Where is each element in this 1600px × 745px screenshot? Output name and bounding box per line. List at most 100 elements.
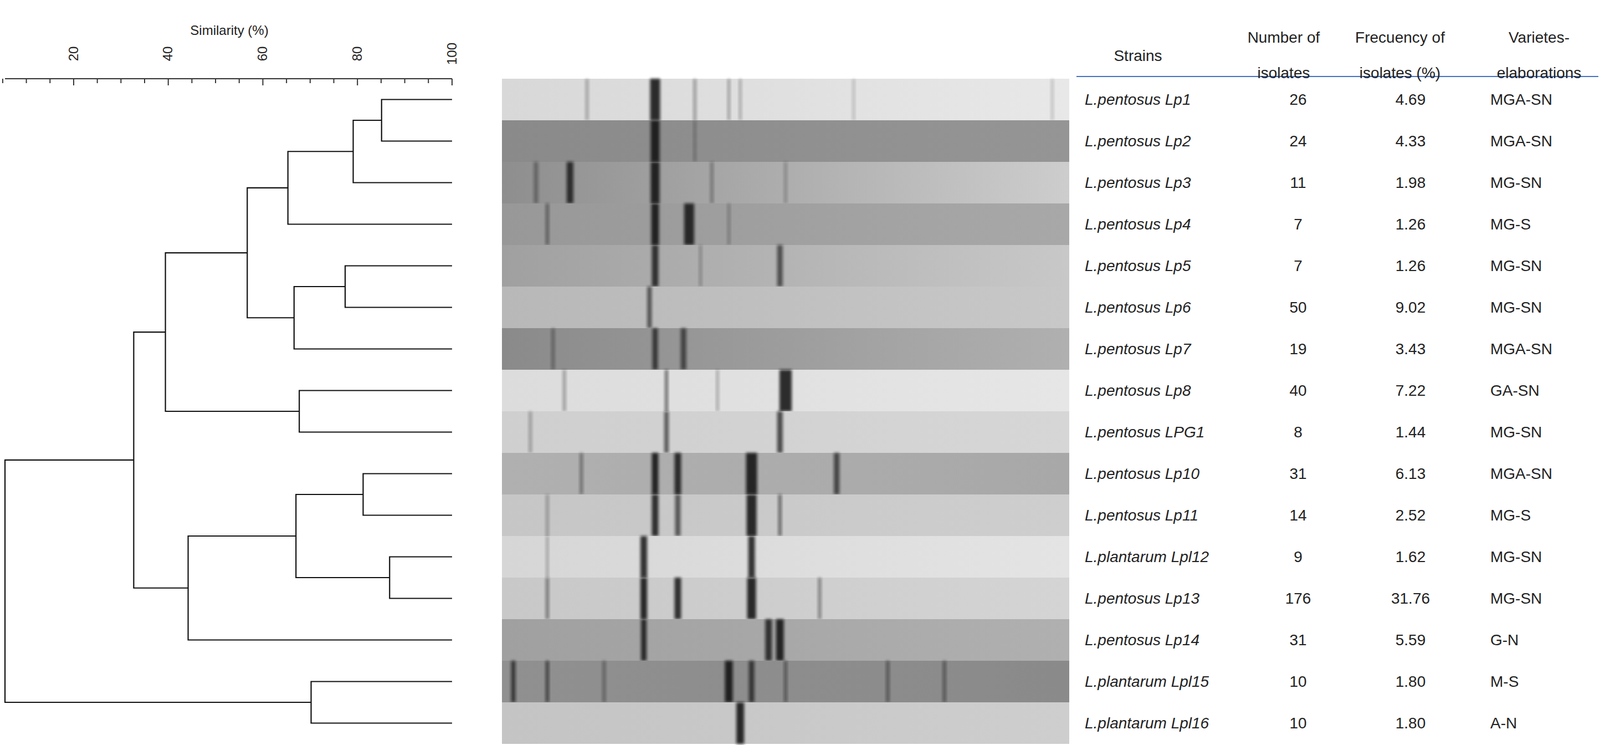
axis-tick [309, 78, 311, 84]
axis-tick-label: 100 [442, 42, 462, 65]
axis-tick [262, 78, 264, 86]
gel-band [585, 78, 589, 121]
gel-band [739, 78, 742, 121]
isolate-frequency: 1.80 [1395, 713, 1427, 733]
gel-band [651, 244, 659, 287]
gel-background [501, 452, 1070, 495]
gel-band [545, 494, 550, 536]
axis-tick [73, 78, 75, 86]
variety-code: MG-SN [1490, 173, 1542, 193]
gel-band [528, 411, 532, 453]
strain-name: L.pentosus Lp6 [1084, 298, 1192, 317]
dendrogram-branch [247, 187, 295, 318]
gel-background [501, 369, 1070, 412]
variety-code: M-S [1490, 672, 1519, 691]
gel-band [1050, 78, 1054, 121]
variety-code: MGA-SN [1490, 90, 1553, 110]
gel-band [749, 660, 755, 702]
strain-name: L.pentosus Lp13 [1084, 588, 1200, 608]
gel-band [545, 203, 550, 245]
gel-band [746, 452, 758, 495]
isolate-frequency: 4.69 [1395, 90, 1427, 110]
gel-lane [501, 78, 1070, 121]
gel-band [650, 161, 660, 204]
isolate-frequency: 1.62 [1395, 547, 1427, 567]
gel-lane [501, 535, 1070, 578]
gel-lane [501, 452, 1070, 495]
gel-lane [501, 494, 1070, 536]
axis-tick [238, 78, 240, 84]
axis-tick [214, 78, 217, 84]
gel-band [765, 618, 772, 661]
variety-code: G-N [1490, 630, 1519, 650]
gel-lane [501, 701, 1070, 744]
gel-band [562, 369, 567, 412]
axis-tick-label: 20 [64, 46, 84, 62]
gel-band [777, 411, 783, 453]
variety-code: MG-SN [1490, 547, 1542, 567]
gel-background [501, 494, 1070, 536]
strain-name: L.pentosus Lp4 [1084, 214, 1192, 234]
variety-code: MG-SN [1490, 588, 1542, 608]
gel-band [664, 411, 669, 453]
isolate-count: 40 [1289, 381, 1307, 400]
gel-band [684, 203, 695, 245]
dendrogram-branch [299, 390, 453, 433]
gel-background [501, 244, 1070, 287]
gel-band [650, 120, 660, 162]
isolate-count: 7 [1293, 256, 1303, 276]
dendrogram-branch [295, 494, 390, 578]
gel-lane [501, 618, 1070, 661]
gel-lane [501, 120, 1070, 162]
gel-lane [501, 286, 1070, 328]
isolate-count: 11 [1289, 173, 1306, 193]
isolate-frequency: 1.26 [1395, 256, 1427, 276]
axis-tick [191, 78, 193, 84]
gel-band [746, 494, 757, 536]
dendrogram-branch [389, 556, 453, 599]
strain-name: L.pentosus Lp1 [1084, 90, 1192, 110]
gel-lane [501, 244, 1070, 287]
isolate-frequency: 9.02 [1395, 298, 1427, 317]
isolate-count: 24 [1289, 131, 1307, 151]
gel-band [727, 78, 731, 121]
isolate-frequency: 2.52 [1395, 505, 1427, 525]
strain-name: L.plantarum Lpl12 [1084, 547, 1209, 567]
axis-tick [96, 78, 99, 84]
axis-tick [26, 78, 28, 84]
isolate-frequency: 5.59 [1395, 630, 1427, 650]
strain-name: L.plantarum Lpl15 [1084, 672, 1209, 691]
gel-band [545, 660, 550, 702]
gel-band [783, 660, 788, 702]
isolate-count: 7 [1293, 214, 1303, 234]
isolate-frequency: 1.80 [1395, 672, 1427, 691]
axis-tick-label: 60 [253, 46, 273, 62]
isolate-frequency: 6.13 [1395, 464, 1427, 484]
dendrogram-branch [311, 681, 453, 723]
gel-background [501, 535, 1070, 578]
gel-band [778, 494, 782, 536]
axis-tick [285, 78, 287, 84]
gel-band [674, 577, 681, 619]
gel-background [501, 203, 1070, 245]
gel-band [647, 286, 652, 328]
gel-band [716, 369, 720, 412]
gel-band [783, 161, 788, 204]
gel-band [776, 618, 784, 661]
gel-band [551, 327, 555, 370]
gel-band [779, 369, 792, 412]
axis-title: Similarity (%) [190, 21, 269, 40]
strain-name: L.pentosus Lp5 [1084, 256, 1192, 276]
variety-code: MGA-SN [1490, 131, 1553, 151]
dendrogram-branch [362, 473, 453, 516]
isolate-count: 31 [1289, 630, 1307, 650]
gel-band [640, 535, 648, 578]
isolate-frequency: 3.43 [1395, 339, 1427, 359]
isolate-count: 31 [1289, 464, 1307, 484]
strain-name: L.pentosus Lp8 [1084, 381, 1192, 400]
gel-band [777, 244, 783, 287]
gel-background [501, 660, 1070, 702]
gel-band [693, 120, 697, 162]
gel-band [699, 244, 702, 287]
